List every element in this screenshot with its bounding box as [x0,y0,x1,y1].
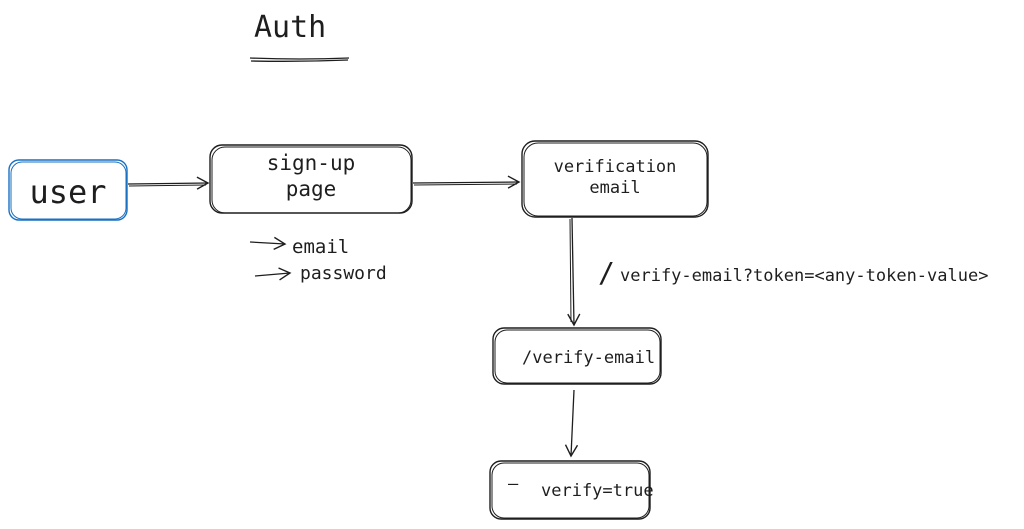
verify-email-label: /verify-email [522,348,656,368]
password-arrow [254,267,292,281]
arrow-user-to-signup [127,176,210,190]
password-annotation: password [300,263,387,284]
verify-link-annotation: verify-email?token=<any-token-value> [620,266,989,286]
verify-email-node[interactable] [492,327,662,385]
diagram-title: Auth [254,10,327,45]
verify-true-label: verify=true [541,481,654,501]
verify-true-dash: — [508,474,519,494]
arrow-signup-to-verification [412,175,521,189]
email-annotation: email [292,236,350,258]
user-label: user [29,173,107,211]
arrow-verification-to-verify-email [567,217,581,327]
verify-link-slash: / [598,256,615,289]
signup-label: sign-up page [210,150,412,203]
signup-page-node[interactable] [209,144,413,214]
email-arrow [249,236,287,250]
title-underline [249,57,350,62]
verification-label-line1: verification [553,157,677,177]
arrow-verify-email-to-verify-true [564,389,579,458]
user-node[interactable] [8,159,128,221]
verification-label: verification email [522,157,708,200]
signup-label-line1: sign-up [266,151,356,175]
verify-true-node[interactable] [489,460,651,520]
verification-email-node[interactable] [521,140,709,218]
verification-label-line2: email [589,178,641,199]
signup-label-line2: page [285,177,337,202]
